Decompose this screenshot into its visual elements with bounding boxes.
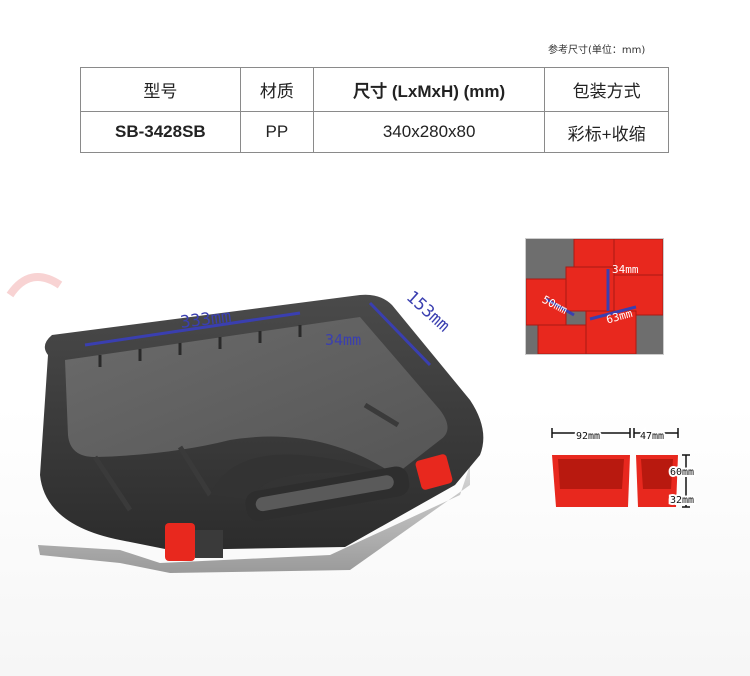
inset-dim-a: 34mm: [612, 263, 639, 276]
spec-table-data-row: SB-3428SB PP 340x280x80 彩标+收缩: [80, 111, 669, 153]
cell-model: SB-3428SB: [80, 111, 241, 153]
case-photo: 333mm 153mm 34mm: [6, 273, 484, 573]
case-base: [38, 465, 470, 573]
cell-size: 340x280x80: [313, 111, 546, 153]
latch-left: [165, 523, 195, 561]
latch-right: [415, 454, 453, 490]
header-material: 材质: [239, 67, 315, 112]
unit-note: 参考尺寸(单位：mm): [548, 45, 646, 56]
cell-material: PP: [239, 111, 315, 153]
bin-large-width-label: 92mm: [576, 431, 600, 442]
cell-packaging: 彩标+收缩: [544, 111, 669, 153]
header-packaging: 包装方式: [544, 67, 669, 112]
spec-table-header-row: 型号 材质 尺寸 (LxMxH) (mm) 包装方式: [80, 67, 669, 112]
case-handle: [210, 454, 410, 500]
bin-height-b-label: 32mm: [670, 495, 694, 506]
dim-depth-label: 34mm: [325, 331, 361, 349]
header-size: 尺寸 (LxMxH) (mm): [313, 67, 546, 112]
spec-table: 型号 材质 尺寸 (LxMxH) (mm) 包装方式 SB-3428SB PP …: [80, 67, 669, 153]
bin-height-a-label: 60mm: [670, 467, 694, 478]
bins-diagram: 92mm 47mm 60mm 32mm: [551, 428, 696, 508]
bin-small-width-label: 47mm: [640, 431, 664, 442]
compartment-inset-photo: 34mm 50mm 63mm: [525, 238, 664, 355]
case-tray: [65, 317, 448, 475]
header-model: 型号: [80, 67, 241, 112]
